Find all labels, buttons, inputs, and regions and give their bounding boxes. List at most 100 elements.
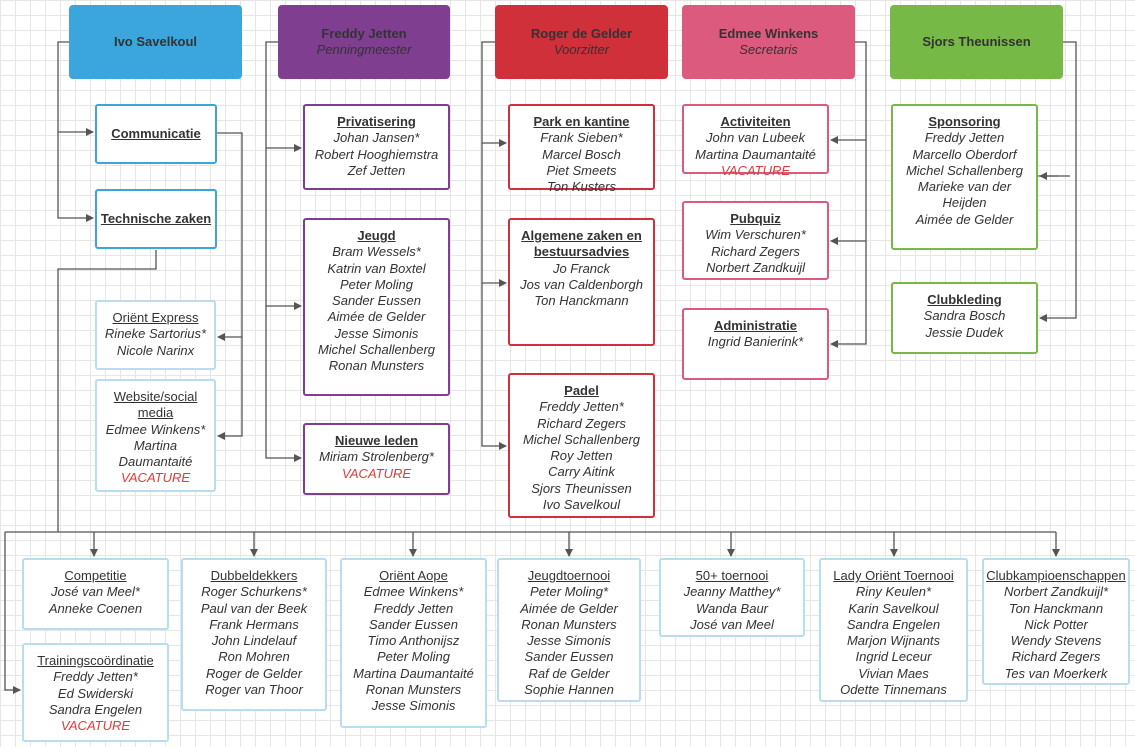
committee-title: Oriënt Aope [379,568,448,583]
member-name: Roy Jetten [550,448,613,464]
member-name: Ingrid Banierink* [707,334,804,350]
member-name: Ton Hanckmann [534,293,629,309]
committee-title: Clubkleding [927,292,1002,307]
committee-title: Communicatie [111,126,201,141]
head-name: Ivo Savelkoul [113,34,198,49]
committee-title: Jeugd [357,228,396,243]
member-name: Aimée de Gelder [915,211,1014,227]
member-name: Ronan Munsters [365,682,462,698]
member-name: Aimée de Gelder [520,600,618,616]
member-name: Martina Daumantaité [353,665,474,681]
member-name: Ronan Munsters [521,616,617,632]
member-name: Heijden [942,195,987,211]
head-role: Secretaris [739,42,798,57]
member-name: Freddy Jetten* [539,399,624,415]
member-name: Michel Schallenberg [317,342,436,358]
member-name: Ron Mohren [218,649,290,665]
vacancy-label: VACATURE [720,162,791,178]
committee-title: Competitie [64,568,127,583]
member-name: Carry Aitink [548,464,615,480]
committee-title-line: Algemene zaken en [521,228,642,243]
member-name: Michel Schallenberg [522,431,641,447]
member-name: Raf de Gelder [528,665,610,681]
member-name: Freddy Jetten* [53,669,138,685]
member-name: Roger de Gelder [205,665,303,681]
member-name: Jessie Dudek [925,324,1004,340]
member-name: Ingrid Leceur [855,649,932,665]
member-name: Richard Zegers [1011,649,1101,665]
committee-technische: Technische zaken [95,189,217,249]
member-name: Jesse Simonis [527,633,611,649]
member-name: Edmee Winkens* [363,584,464,600]
member-name: Sander Eussen [524,649,614,665]
member-name: Martina Daumantaité [695,146,816,162]
member-name: Robert Hooghiemstra [314,146,439,162]
member-name: José van Meel* [51,584,140,600]
committee-title: Padel [564,383,599,398]
member-name: Wendy Stevens [1010,633,1102,649]
member-name: Miriam Strolenberg* [319,449,434,465]
committee-title: Clubkampioenschappen [986,568,1126,583]
committee-title: Park en kantine [533,114,630,129]
committee-title: Privatisering [337,114,416,129]
committee-title-line: Website/social [113,389,198,404]
member-name: Roger Schurkens* [201,584,307,600]
member-name: Norbert Zandkuijl [706,259,805,275]
committee-title: Technische zaken [100,211,212,226]
head-sjors: Sjors Theunissen [890,5,1063,79]
head-ivo: Ivo Savelkoul [69,5,242,79]
member-name: Nick Potter [1024,616,1088,632]
member-name: Richard Zegers [537,415,626,431]
member-name: Tes van Moerkerk [1004,665,1108,681]
member-name: John van Lubeek [705,130,806,146]
committee-title: Lady Oriënt Toernooi [833,568,954,583]
member-name: Nicole Narinx [116,342,195,358]
committee-title: Jeugdtoernooi [527,568,611,583]
member-name: Jos van Caldenborgh [520,276,643,292]
committee-title-line: media [137,405,174,421]
member-name: Sander Eussen [332,293,421,309]
member-name: Jo Franck [552,260,611,276]
committee-title: 50+ toernooi [695,568,769,583]
member-name: Johan Jansen* [333,130,420,146]
member-name: Marcello Oberdorf [912,146,1017,162]
member-name: Frank Sieben* [540,130,623,146]
head-name: Roger de Gelder [530,26,633,41]
member-name: Michel Schallenberg [905,162,1024,178]
member-name: Karin Savelkoul [848,600,939,616]
member-name: Marjon Wijnants [846,633,941,649]
vacancy-label: VACATURE [341,465,412,481]
committee-title: Activiteiten [720,114,791,129]
member-name: Marcel Bosch [542,146,621,162]
head-name: Edmee Winkens [718,26,819,41]
head-role: Penningmeester [316,42,412,57]
committee-title: Trainingscoördinatie [37,653,154,668]
member-name: Peter Moling [377,649,450,665]
member-name: José van Meel [690,616,774,632]
member-name: Ed Swiderski [57,685,134,701]
member-name: Piet Smeets [546,162,617,178]
member-name: Daumantaité [118,454,193,470]
member-name: Sjors Theunissen [531,480,632,496]
committee-title: Sponsoring [928,114,1001,129]
member-name: Ton Kusters [547,179,616,195]
